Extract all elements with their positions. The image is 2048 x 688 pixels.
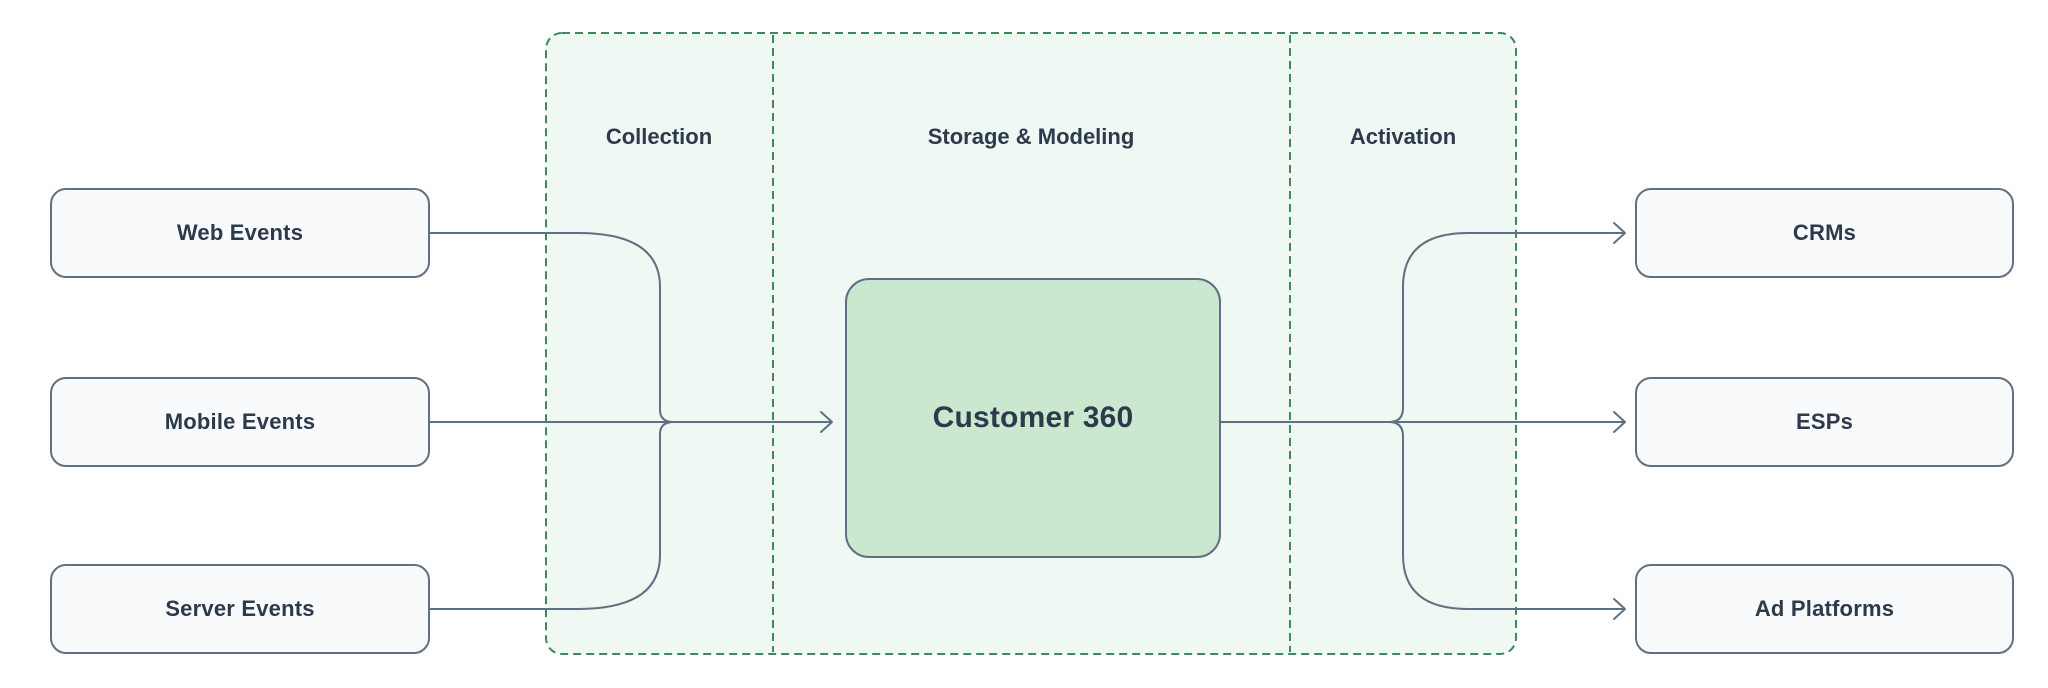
arrowhead-into-crms xyxy=(1613,222,1626,244)
connector-core-to-ad-platforms xyxy=(1388,421,1624,610)
dest-node-crms: CRMs xyxy=(1635,188,2014,278)
dest-node-ad-platforms: Ad Platforms xyxy=(1635,564,2014,654)
source-node-server-events: Server Events xyxy=(50,564,430,654)
connector-core-to-crms xyxy=(1388,232,1624,423)
connector-server-events-to-core xyxy=(429,421,675,610)
arrowhead-into-ad-platforms xyxy=(1613,598,1626,620)
source-node-mobile-events: Mobile Events xyxy=(50,377,430,467)
source-node-web-events: Web Events xyxy=(50,188,430,278)
dest-node-esps: ESPs xyxy=(1635,377,2014,467)
stage-label-storage-modeling: Storage & Modeling xyxy=(927,124,1135,149)
stage-label-activation: Activation xyxy=(1349,124,1457,149)
arrowhead-into-core xyxy=(820,411,833,433)
core-node-customer-360: Customer 360 xyxy=(845,278,1221,558)
arrowhead-into-esps xyxy=(1613,411,1626,433)
connector-web-events-to-core xyxy=(429,232,675,423)
stage-label-collection: Collection xyxy=(605,124,713,149)
